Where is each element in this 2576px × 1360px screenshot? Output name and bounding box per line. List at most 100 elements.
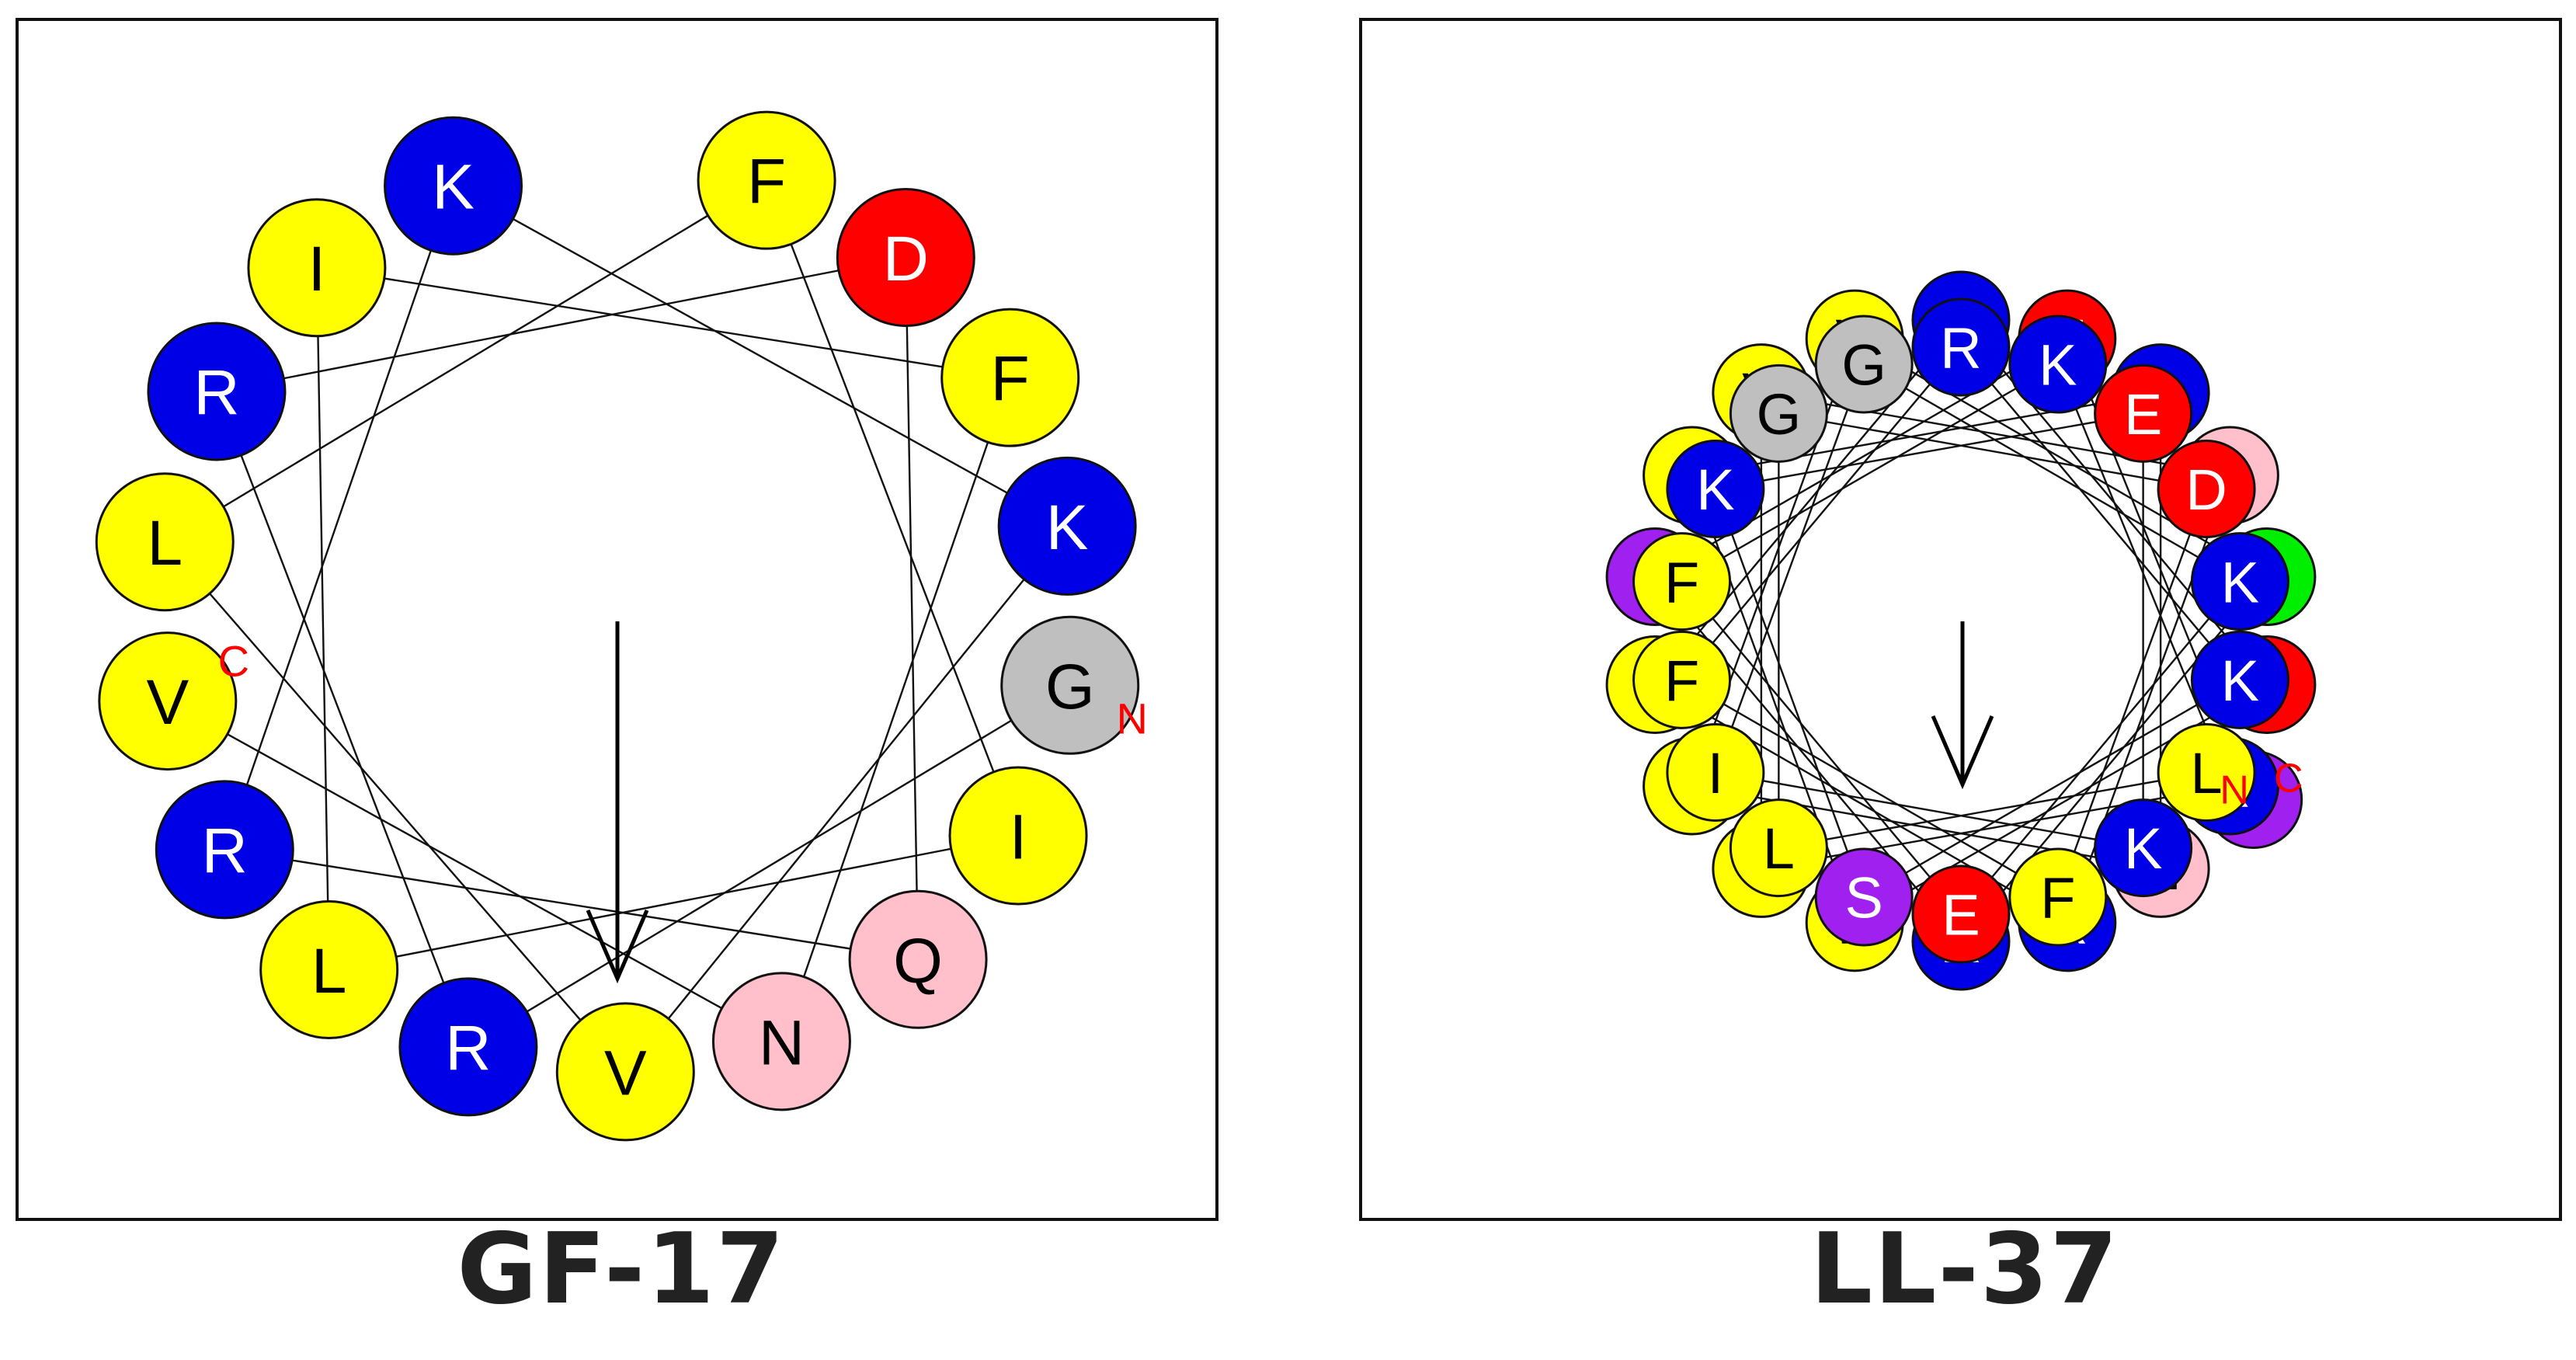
- residue-letter: V: [604, 1038, 647, 1108]
- helix-connection-line: [468, 684, 1071, 1048]
- residue-node: I: [948, 766, 1088, 906]
- residue-circle: [2190, 630, 2289, 729]
- residue-letter: K: [2124, 816, 2162, 881]
- residue-node: L: [1729, 798, 1828, 898]
- residue-node: V: [555, 1002, 695, 1142]
- residue-letter: E: [1942, 883, 1980, 948]
- residue-letter: I: [1708, 741, 1724, 805]
- residue-letter: I: [308, 234, 326, 304]
- residue-letter: D: [2185, 457, 2227, 522]
- c-terminus-label: C: [218, 637, 249, 686]
- residue-node: K: [997, 456, 1137, 596]
- residue-letter: F: [2040, 866, 2075, 930]
- helix-connection-line: [1715, 771, 2143, 849]
- residue-letter: Q: [893, 926, 943, 997]
- residue-circle: [98, 631, 238, 771]
- residue-circle: [384, 116, 523, 256]
- residue-node: G: [1729, 363, 1828, 463]
- helix-connection-line: [1715, 412, 2143, 490]
- residue-letter: K: [2221, 550, 2259, 614]
- residue-node: R: [147, 322, 287, 461]
- helix-connection-line: [1681, 363, 2059, 583]
- moment-arrows: [586, 621, 1994, 984]
- residue-letter: K: [432, 152, 475, 223]
- residue-circle: [1911, 297, 2011, 397]
- residue-circle: [711, 972, 851, 1111]
- c-terminus-label: C: [2274, 757, 2303, 802]
- residue-circle: [940, 308, 1080, 447]
- helix-connection-line: [329, 834, 1019, 971]
- residue-letter: G: [1757, 382, 1802, 447]
- helix-connection-line: [905, 257, 920, 960]
- residue-circle: [848, 889, 988, 1029]
- helix-connection-line: [1778, 412, 2207, 490]
- residue-circle: [147, 322, 287, 461]
- residue-node: E: [2094, 363, 2193, 463]
- helix-connection-line: [1960, 346, 2241, 681]
- residue-circle: [948, 766, 1088, 906]
- helix-connection-line: [215, 391, 470, 1048]
- helix-connection-line: [224, 848, 919, 961]
- helix-connection-line: [1681, 580, 1962, 915]
- residue-circle: [2008, 847, 2108, 947]
- residue-letter: L: [311, 936, 347, 1007]
- helix-connection-line: [216, 256, 906, 393]
- residue-letter: L: [147, 508, 183, 579]
- helix-connection-line: [2056, 363, 2231, 787]
- residue-node: F: [697, 110, 836, 250]
- residue-circle: [1814, 315, 1914, 414]
- panel-title-gf17: GF-17: [457, 1212, 786, 1326]
- residue-letter: N: [759, 1007, 805, 1078]
- helix-connection-line: [164, 179, 767, 543]
- helix-connection-line: [315, 267, 330, 970]
- residue-letter: R: [1940, 316, 1981, 381]
- residue-circle: [836, 187, 975, 327]
- n-terminus-label: N: [1117, 694, 1148, 743]
- residue-circle: [555, 1002, 695, 1142]
- residue-node: K: [2094, 798, 2193, 898]
- residue-nodes: VNFILIFLVKKRQDRRGSETRPVLNRLFDKIRQVIRKFEK…: [95, 110, 2317, 1142]
- residue-circle: [1729, 363, 1828, 463]
- residue-node: I: [1666, 723, 1765, 822]
- residue-node: F: [1632, 630, 1732, 729]
- residue-letter: G: [1045, 652, 1095, 722]
- helix-connection-line: [1863, 363, 2241, 583]
- residue-letter: R: [202, 816, 248, 886]
- residue-node: V: [98, 631, 238, 771]
- residue-node: K: [384, 116, 523, 256]
- helix-connection-line: [765, 179, 1020, 837]
- residue-circle: [1729, 798, 1828, 898]
- residue-circle: [2157, 723, 2256, 822]
- residue-letter: D: [883, 224, 929, 294]
- residue-node: R: [155, 780, 294, 920]
- helix-connection-line: [164, 541, 627, 1073]
- helix-connection-line: [1778, 771, 2207, 849]
- helix-connection-line: [780, 377, 1011, 1042]
- residue-circle: [1911, 864, 2011, 964]
- residue-circle: [697, 110, 836, 250]
- residue-node: F: [1632, 532, 1732, 631]
- helix-connection-line: [452, 185, 1068, 527]
- residue-letter: K: [2221, 649, 2259, 713]
- residue-node: D: [836, 187, 975, 327]
- residue-node: E: [1911, 864, 2011, 964]
- helix-connection-line: [1714, 489, 1865, 898]
- residue-circle: [1632, 630, 1732, 729]
- residue-node: K: [1666, 440, 1765, 538]
- helix-connection-line: [224, 185, 454, 850]
- residue-node: K: [2008, 315, 2108, 414]
- residue-circle: [1666, 723, 1765, 822]
- helix-connection-line: [1863, 679, 2241, 899]
- panel-title-ll37: LL-37: [1809, 1212, 2120, 1326]
- helix-connection-line: [1681, 346, 1962, 681]
- residue-node: L: [2157, 723, 2256, 822]
- arrow-head-icon: [1931, 715, 1994, 790]
- residue-circle: [2008, 315, 2108, 414]
- residue-circle: [155, 780, 294, 920]
- residue-letter: S: [1844, 866, 1882, 930]
- residue-circle: [2094, 363, 2193, 463]
- helix-connection-line: [1681, 679, 2059, 899]
